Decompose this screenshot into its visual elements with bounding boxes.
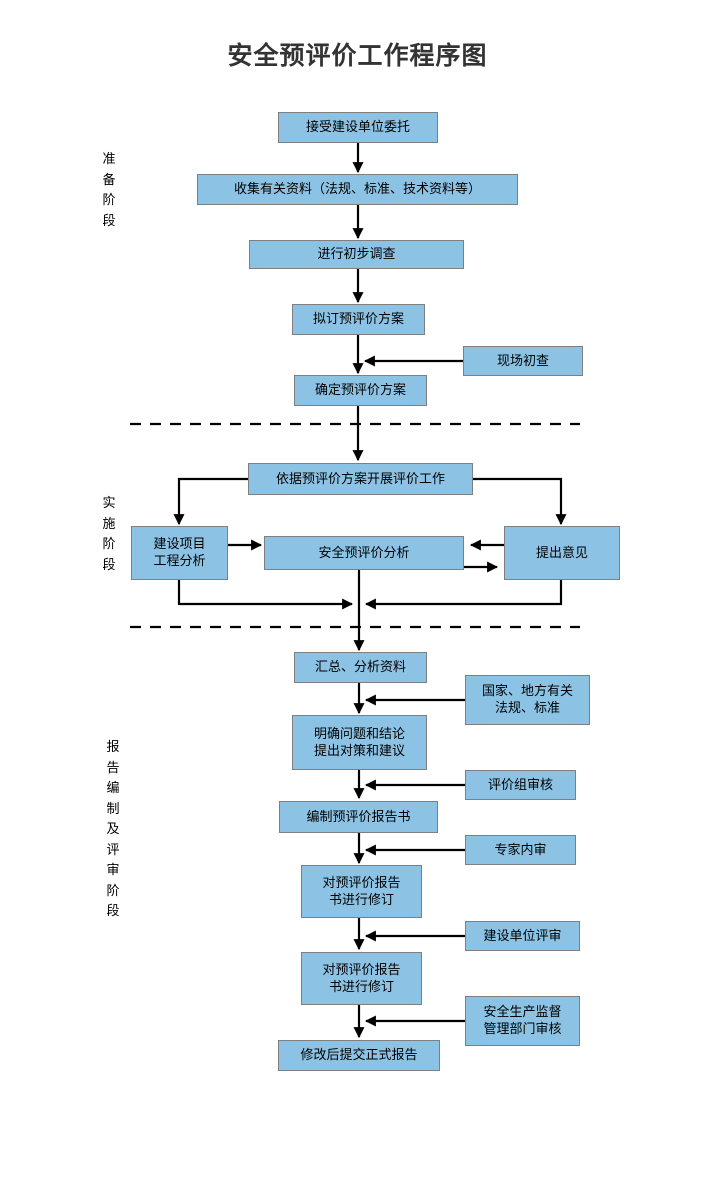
node-identify-issues-conclusions[interactable]: 明确问题和结论 提出对策和建议: [292, 715, 427, 770]
node-project-engineering-analysis[interactable]: 建设项目 工程分析: [131, 526, 228, 580]
node-site-inspection[interactable]: 现场初查: [463, 346, 583, 376]
node-revise-report-1[interactable]: 对预评价报告 书进行修订: [301, 865, 422, 918]
node-summarize-analyze-data[interactable]: 汇总、分析资料: [294, 652, 427, 683]
node-compile-report[interactable]: 编制预评价报告书: [279, 801, 438, 833]
stage-label-implementation: 实 施 阶 段: [102, 496, 116, 573]
node-submit-formal-report[interactable]: 修改后提交正式报告: [278, 1040, 440, 1071]
page-title: 安全预评价工作程序图: [227, 41, 488, 70]
stage-label-preparation: 准 备 阶 段: [102, 152, 116, 229]
node-revise-report-2[interactable]: 对预评价报告 书进行修订: [301, 952, 422, 1005]
node-preliminary-survey[interactable]: 进行初步调查: [249, 240, 464, 269]
node-owner-unit-review[interactable]: 建设单位评审: [465, 921, 580, 951]
node-accept-commission[interactable]: 接受建设单位委托: [278, 112, 438, 143]
node-evaluation-team-review[interactable]: 评价组审核: [465, 770, 576, 800]
node-safety-pre-evaluation-analysis[interactable]: 安全预评价分析: [264, 536, 464, 570]
node-propose-opinions[interactable]: 提出意见: [504, 526, 620, 580]
node-confirm-plan[interactable]: 确定预评价方案: [294, 375, 427, 406]
node-safety-supervision-review[interactable]: 安全生产监督 管理部门审核: [465, 996, 580, 1046]
node-national-local-regulations[interactable]: 国家、地方有关 法规、标准: [465, 675, 590, 725]
node-collect-materials[interactable]: 收集有关资料（法规、标准、技术资料等）: [197, 174, 518, 205]
node-expert-internal-review[interactable]: 专家内审: [465, 835, 576, 865]
stage-label-report-and-review: 报 告 编 制 及 评 审 阶 段: [106, 740, 120, 919]
node-draft-plan[interactable]: 拟订预评价方案: [292, 304, 425, 335]
node-carry-out-evaluation[interactable]: 依据预评价方案开展评价工作: [248, 463, 473, 495]
